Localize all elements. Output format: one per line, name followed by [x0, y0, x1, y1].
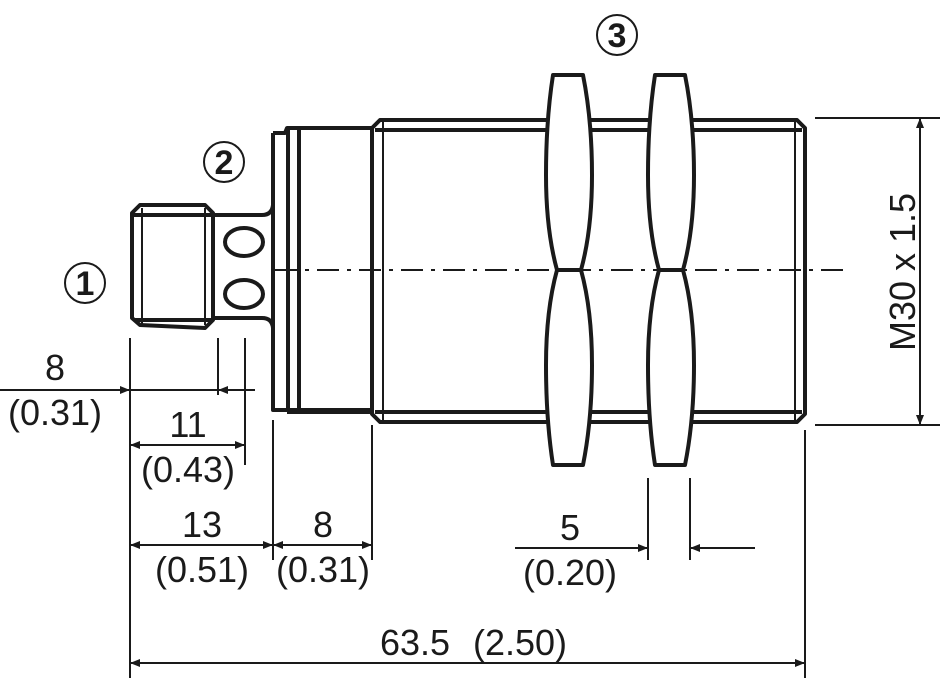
svg-text:M30 x 1.5: M30 x 1.5: [882, 193, 923, 351]
dim-total-length: 63.5 (2.50): [130, 622, 805, 667]
svg-text:8: 8: [45, 347, 65, 388]
svg-text:(0.51): (0.51): [155, 549, 249, 590]
dim-thread-size: M30 x 1.5: [882, 118, 924, 425]
svg-text:3: 3: [608, 17, 627, 55]
dim-nut-width: 5 (0.20): [515, 507, 755, 593]
connector-neck: [213, 204, 275, 329]
led-indicator: [223, 278, 265, 310]
led-indicator: [223, 226, 265, 258]
dim-head-length: 13 (0.51): [130, 504, 273, 590]
dim-collar-length: 8 (0.31): [273, 504, 372, 590]
dim-connector-length: 11 (0.43): [130, 404, 245, 490]
svg-text:8: 8: [313, 504, 333, 545]
svg-text:(0.31): (0.31): [8, 392, 102, 433]
svg-text:1: 1: [76, 265, 95, 303]
svg-text:(0.43): (0.43): [141, 449, 235, 490]
dim-connector-thread: 8 (0.31): [0, 347, 255, 433]
callout-1: 1: [64, 262, 106, 304]
callout-2: 2: [203, 141, 245, 183]
extension-lines: [129, 117, 940, 678]
callout-3: 3: [596, 14, 638, 56]
svg-text:(2.50): (2.50): [473, 622, 567, 663]
svg-text:11: 11: [169, 404, 206, 445]
connector-plug: [130, 203, 215, 330]
svg-text:13: 13: [182, 504, 222, 545]
svg-text:5: 5: [560, 507, 580, 548]
svg-text:(0.31): (0.31): [276, 549, 370, 590]
svg-text:2: 2: [215, 144, 234, 182]
svg-text:63.5: 63.5: [380, 622, 450, 663]
svg-text:(0.20): (0.20): [523, 552, 617, 593]
